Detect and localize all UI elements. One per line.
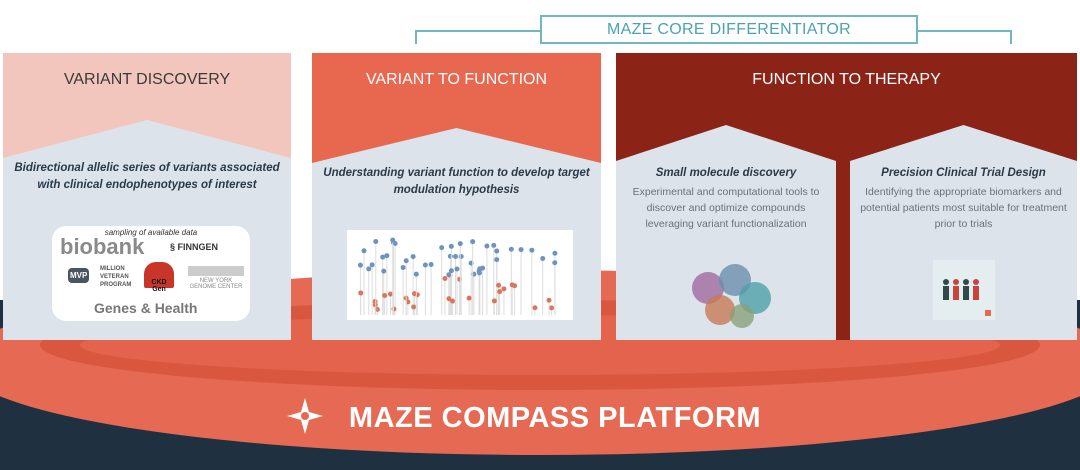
plot-point (439, 245, 445, 251)
plot-point (387, 291, 393, 297)
plot-point (410, 254, 416, 260)
plot-point (452, 254, 458, 260)
plot-point (476, 270, 482, 276)
plot-point (428, 262, 434, 268)
plot-point (466, 295, 472, 301)
plot-point (457, 241, 463, 247)
plot-point (509, 282, 515, 288)
plot-point (494, 257, 500, 263)
plot-point (447, 253, 453, 259)
plot-point (480, 265, 486, 271)
biobank-logo: biobank (60, 234, 145, 259)
plot-point (448, 243, 454, 249)
plot-point (454, 266, 460, 272)
plot-point (448, 268, 454, 274)
plot-point (497, 289, 503, 295)
plot-point (384, 253, 390, 259)
plot-point (508, 246, 514, 252)
plot-point (458, 253, 464, 259)
plot-point (471, 271, 477, 277)
genes-health-logo: Genes & Health (94, 300, 198, 316)
plot-point (442, 276, 448, 282)
subpanel-heading: Precision Clinical Trial Design (881, 167, 1046, 179)
plot-point (450, 298, 456, 304)
logos-caption: sampling of available data (104, 228, 198, 237)
plot-point (470, 239, 476, 245)
data-sources-logos: sampling of available data biobank § FIN… (52, 226, 250, 321)
plot-point (540, 256, 546, 262)
plot-point (546, 297, 552, 303)
plot-point (369, 262, 375, 268)
mvp-logo: MVP (68, 268, 90, 283)
subpanel-heading: Small molecule discovery (655, 167, 797, 179)
platform-title: MAZE COMPASS PLATFORM (348, 402, 762, 434)
plot-point (532, 305, 538, 311)
patients-icon (933, 260, 995, 320)
plot-point (357, 262, 363, 268)
plot-point (552, 260, 558, 266)
plot-point (494, 248, 500, 254)
plot-point (361, 248, 367, 254)
plot-point (358, 290, 364, 296)
plot-point (382, 293, 388, 299)
subpanel-clinical-trial: Precision Clinical Trial Design Identify… (850, 125, 1077, 340)
panel-title: VARIANT TO FUNCTION (365, 71, 548, 88)
million-veteran-logo: MILLION VETERAN PROGRAM (100, 266, 132, 288)
plot-point (373, 238, 379, 244)
variant-scatter-plot (347, 230, 573, 320)
plot-point (446, 272, 452, 278)
plot-point (518, 247, 524, 253)
subpanel-desc: Identifying the appropriate biomarkers a… (860, 186, 1067, 230)
plot-point (491, 298, 497, 304)
plot-point (381, 268, 387, 274)
panel-title: VARIANT DISCOVERY (63, 71, 231, 88)
plot-point (366, 266, 372, 272)
plot-point (403, 258, 409, 264)
plot-point (501, 286, 507, 292)
panel-heading: Understanding variant function to develo… (323, 167, 590, 196)
plot-point (411, 304, 417, 310)
plot-point (496, 282, 502, 288)
subpanel-desc: Experimental and computational tools to … (632, 186, 820, 230)
plot-point (552, 250, 558, 256)
plot-point (411, 291, 417, 297)
molecule-structure-image (692, 264, 771, 328)
panel-title: FUNCTION TO THERAPY (752, 71, 941, 88)
plot-point (413, 271, 419, 277)
panel-heading: Bidirectional allelic series of variants… (14, 162, 280, 191)
plot-point (380, 254, 386, 260)
plot-point (491, 242, 497, 248)
finngen-logo: § FINNGEN (170, 242, 219, 252)
differentiator-label: MAZE CORE DIFFERENTIATOR (540, 15, 918, 44)
nygc-logo: NEW YORK GENOME CENTER (188, 266, 244, 290)
compass-star-icon (287, 398, 323, 434)
plot-point (484, 243, 490, 249)
plot-point (390, 237, 396, 243)
plot-point (549, 305, 555, 311)
plot-point (400, 265, 406, 271)
plot-point (529, 247, 535, 253)
ckdgen-logo: CKD Gen (144, 262, 174, 293)
plot-point (422, 262, 428, 268)
plot-point (446, 296, 452, 302)
